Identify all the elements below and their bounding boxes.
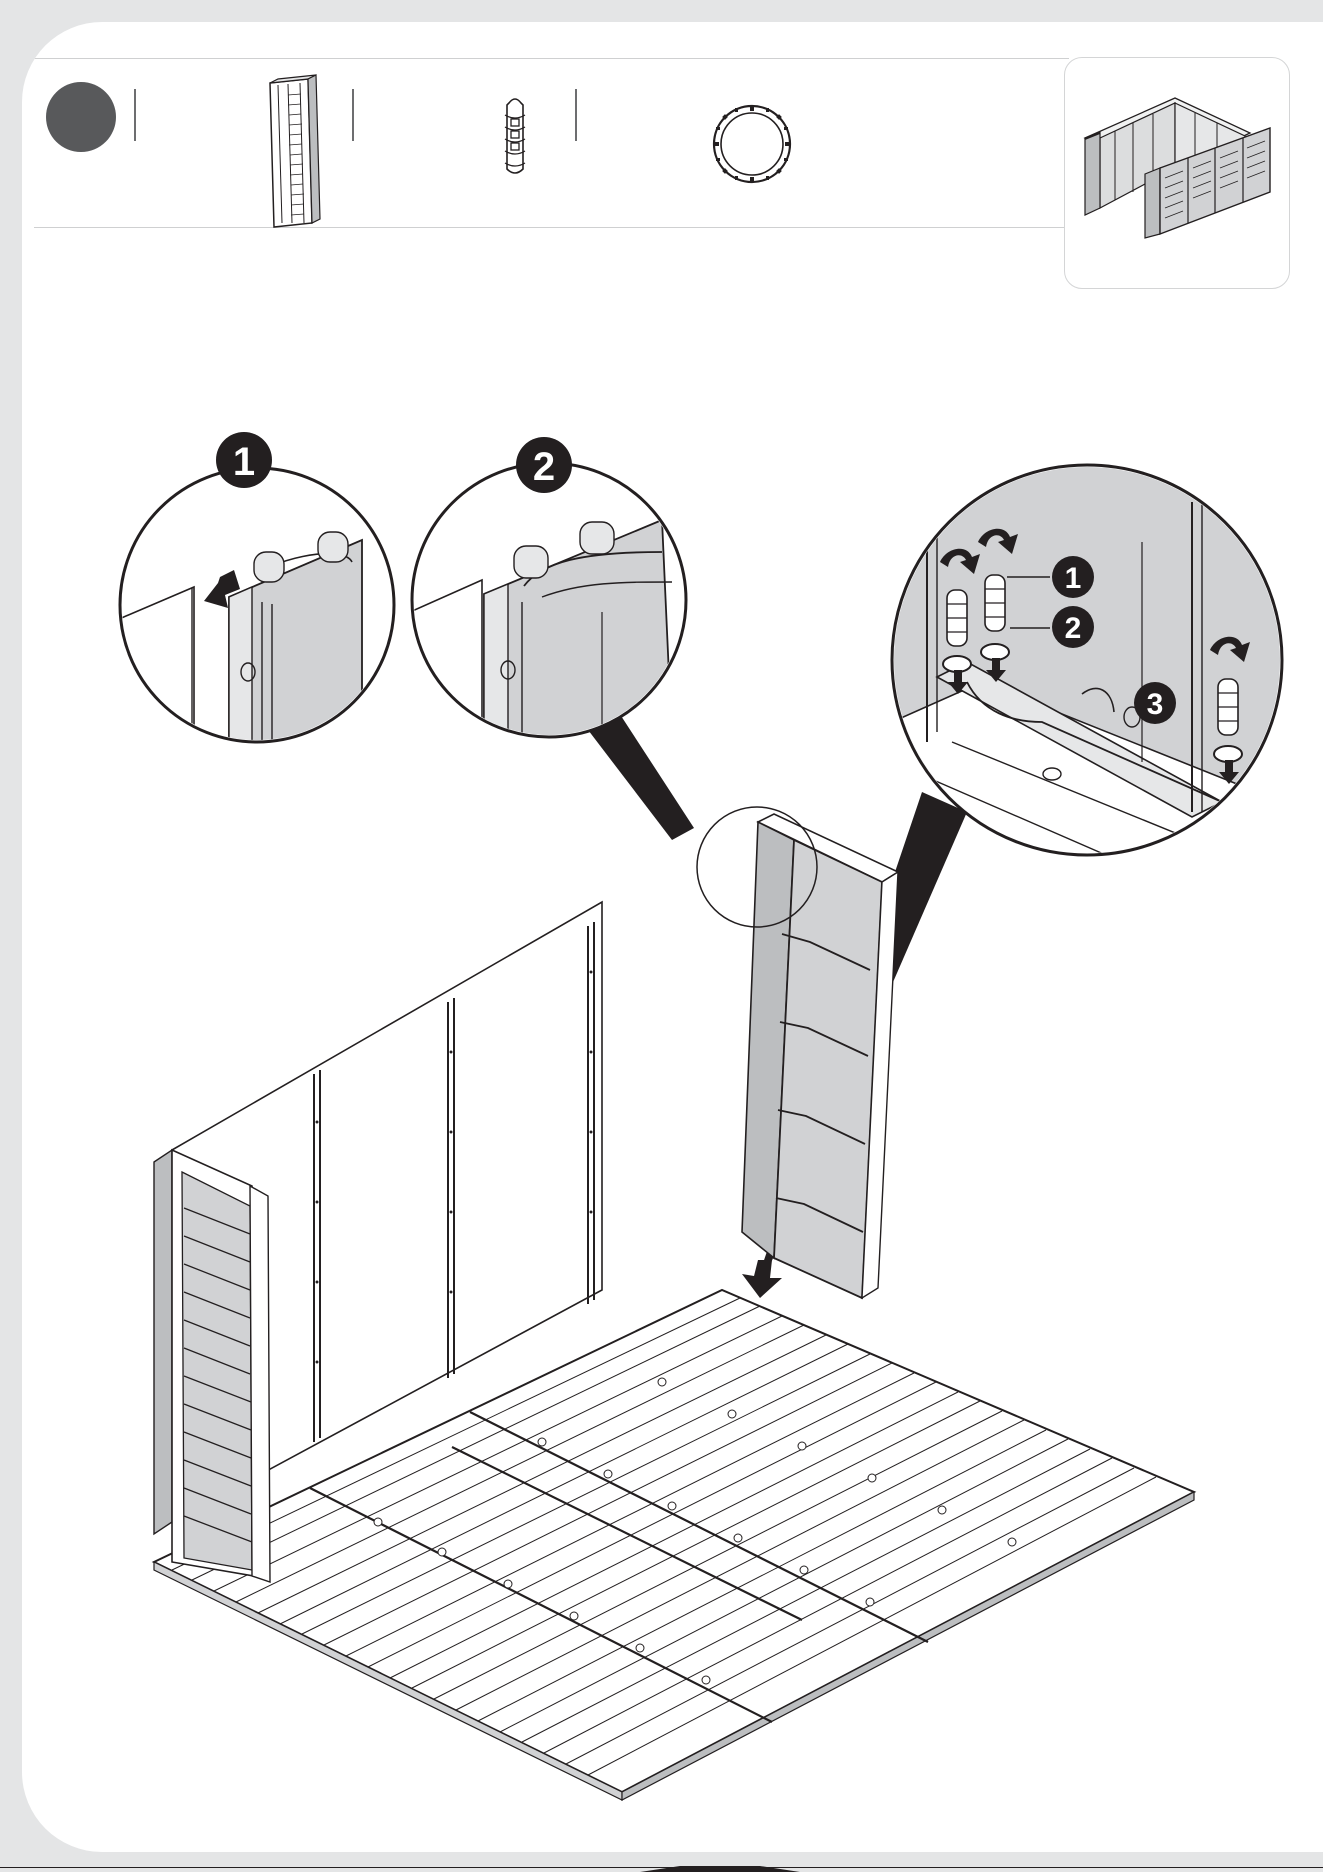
detail-2-callout: 2	[392, 437, 686, 742]
right-wall-panel	[742, 814, 898, 1298]
detail-3-step-3-badge: 3	[1147, 688, 1164, 721]
detail-3-callout: 1 2 3	[892, 452, 1282, 922]
arrow-down-icon	[742, 1260, 782, 1298]
detail-3-step-1-badge: 1	[1065, 562, 1082, 595]
detail-2-badge: 2	[533, 445, 555, 489]
left-side-wall	[154, 1150, 270, 1582]
detail-1-callout: 1	[112, 432, 394, 742]
detail-3-step-2-badge: 2	[1065, 612, 1082, 645]
footer-tab	[640, 1864, 800, 1872]
assembly-illustration: 1 2	[22, 22, 1323, 1852]
instruction-page: 1 2	[22, 22, 1323, 1852]
detail-1-badge: 1	[233, 440, 255, 484]
